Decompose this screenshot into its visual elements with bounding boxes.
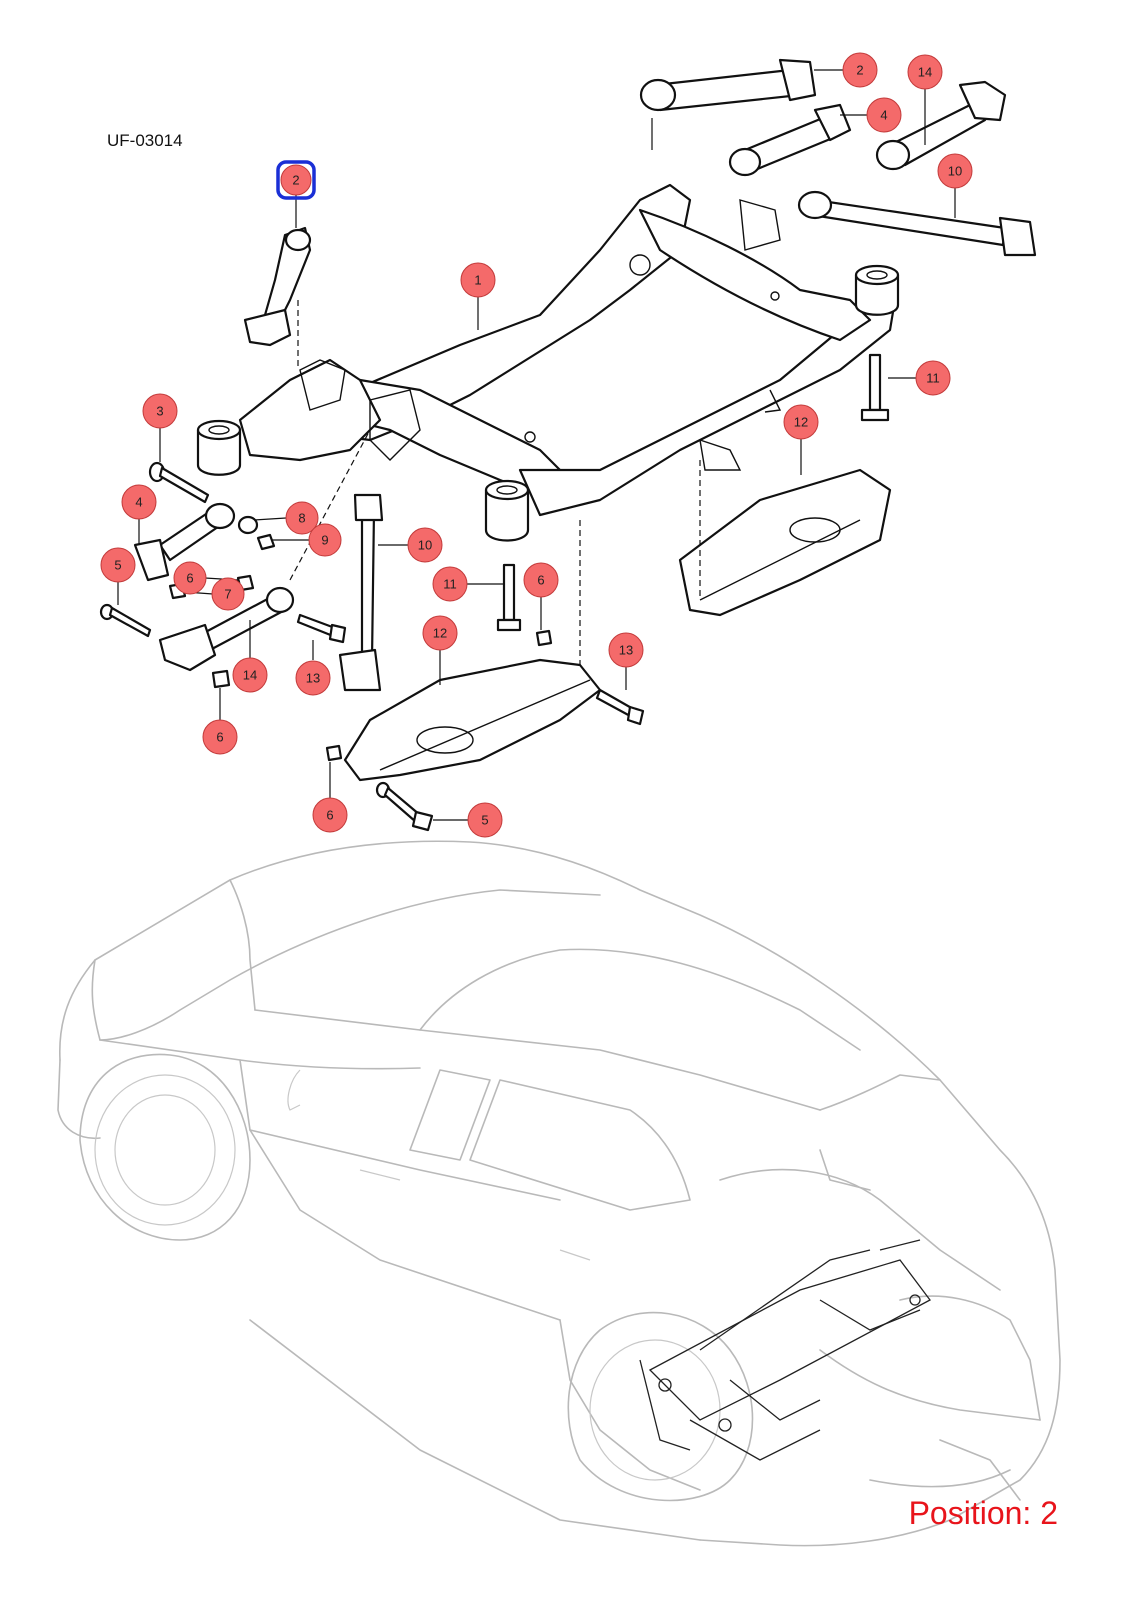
callout-10-center[interactable]: 10 [407, 527, 443, 563]
callout-14-top[interactable]: 14 [907, 54, 943, 90]
svg-text:14: 14 [243, 668, 257, 683]
callout-5-left[interactable]: 5 [100, 547, 136, 583]
bolt-5-left [99, 603, 152, 638]
bolt-13-left [296, 613, 347, 644]
nut-6-b [535, 629, 553, 647]
callout-12-center[interactable]: 12 [422, 615, 458, 651]
svg-text:8: 8 [298, 511, 305, 526]
vehicle-subframe-miniature [639, 1239, 931, 1461]
nut-6-c [211, 669, 231, 689]
callout-2-top[interactable]: 2 [842, 52, 878, 88]
callout-13-right[interactable]: 13 [608, 632, 644, 668]
nut-6-d [325, 744, 343, 762]
toe-link-14-left [158, 586, 295, 672]
vehicle-outline [57, 840, 1061, 1547]
bolt-11-center [496, 563, 522, 632]
svg-text:12: 12 [794, 415, 808, 430]
bushing-rear-right [854, 264, 900, 316]
svg-text:2: 2 [292, 173, 299, 188]
link-10-right [797, 190, 1037, 257]
callout-8[interactable]: 8 [285, 501, 319, 535]
svg-text:13: 13 [619, 643, 633, 658]
callout-11-center[interactable]: 11 [432, 566, 468, 602]
callout-1[interactable]: 1 [460, 262, 496, 298]
svg-text:6: 6 [537, 573, 544, 588]
callout-5-lower[interactable]: 5 [467, 802, 503, 838]
link-4-left [133, 502, 236, 582]
bushing-front-left [196, 419, 242, 476]
callout-6-c[interactable]: 6 [202, 719, 238, 755]
callout-13-left[interactable]: 13 [295, 660, 331, 696]
bolt-11-right [860, 353, 890, 422]
svg-text:14: 14 [918, 65, 932, 80]
callout-9[interactable]: 9 [308, 523, 342, 557]
svg-text:6: 6 [216, 730, 223, 745]
svg-text:2: 2 [856, 63, 863, 78]
svg-text:13: 13 [306, 671, 320, 686]
svg-text:5: 5 [114, 558, 121, 573]
svg-text:4: 4 [135, 495, 142, 510]
callout-group: 2 14 4 10 2 1 11 3 12 4 8 9 10 5 6 7 11 … [100, 52, 973, 838]
svg-text:12: 12 [433, 626, 447, 641]
callout-3[interactable]: 3 [142, 393, 178, 429]
toe-link-14-right [875, 80, 1007, 171]
svg-text:9: 9 [321, 533, 328, 548]
bolt-3 [148, 461, 210, 504]
callout-4-left[interactable]: 4 [121, 484, 157, 520]
washer-8 [237, 515, 259, 535]
callout-2-selected[interactable]: 2 [276, 160, 316, 200]
callout-6-b[interactable]: 6 [523, 562, 559, 598]
control-arm-2-right [639, 58, 817, 112]
control-arm-2-left [243, 226, 312, 347]
svg-text:7: 7 [224, 587, 231, 602]
svg-text:11: 11 [926, 371, 940, 386]
rear-subframe [196, 183, 900, 542]
bushing-front-right [484, 479, 530, 542]
lower-arm-12-right [678, 468, 892, 617]
selection-highlight [276, 160, 316, 200]
link-4-right [728, 103, 852, 177]
callout-4-top[interactable]: 4 [866, 97, 902, 133]
svg-text:4: 4 [880, 108, 887, 123]
link-10-center [338, 493, 384, 692]
callout-6-a[interactable]: 6 [173, 561, 207, 595]
callout-14-left[interactable]: 14 [232, 657, 268, 693]
svg-text:10: 10 [418, 538, 432, 553]
leader-lines [117, 69, 956, 821]
bolt-5-lower [375, 781, 434, 832]
reference-code: UF-03014 [107, 131, 183, 150]
nut-9 [256, 533, 276, 551]
position-label: Position: 2 [908, 1495, 1058, 1531]
svg-text:10: 10 [948, 164, 962, 179]
callout-10-top[interactable]: 10 [937, 153, 973, 189]
svg-text:1: 1 [474, 273, 481, 288]
callout-7[interactable]: 7 [211, 577, 245, 611]
svg-text:11: 11 [443, 577, 457, 592]
svg-text:3: 3 [156, 404, 163, 419]
callout-11-right[interactable]: 11 [915, 360, 951, 396]
lower-arm-12-center [343, 658, 602, 782]
callout-12-right[interactable]: 12 [783, 404, 819, 440]
callout-6-d[interactable]: 6 [312, 797, 348, 833]
bolt-13-right [595, 688, 645, 726]
svg-text:5: 5 [481, 813, 488, 828]
svg-text:6: 6 [326, 808, 333, 823]
svg-text:6: 6 [186, 571, 193, 586]
